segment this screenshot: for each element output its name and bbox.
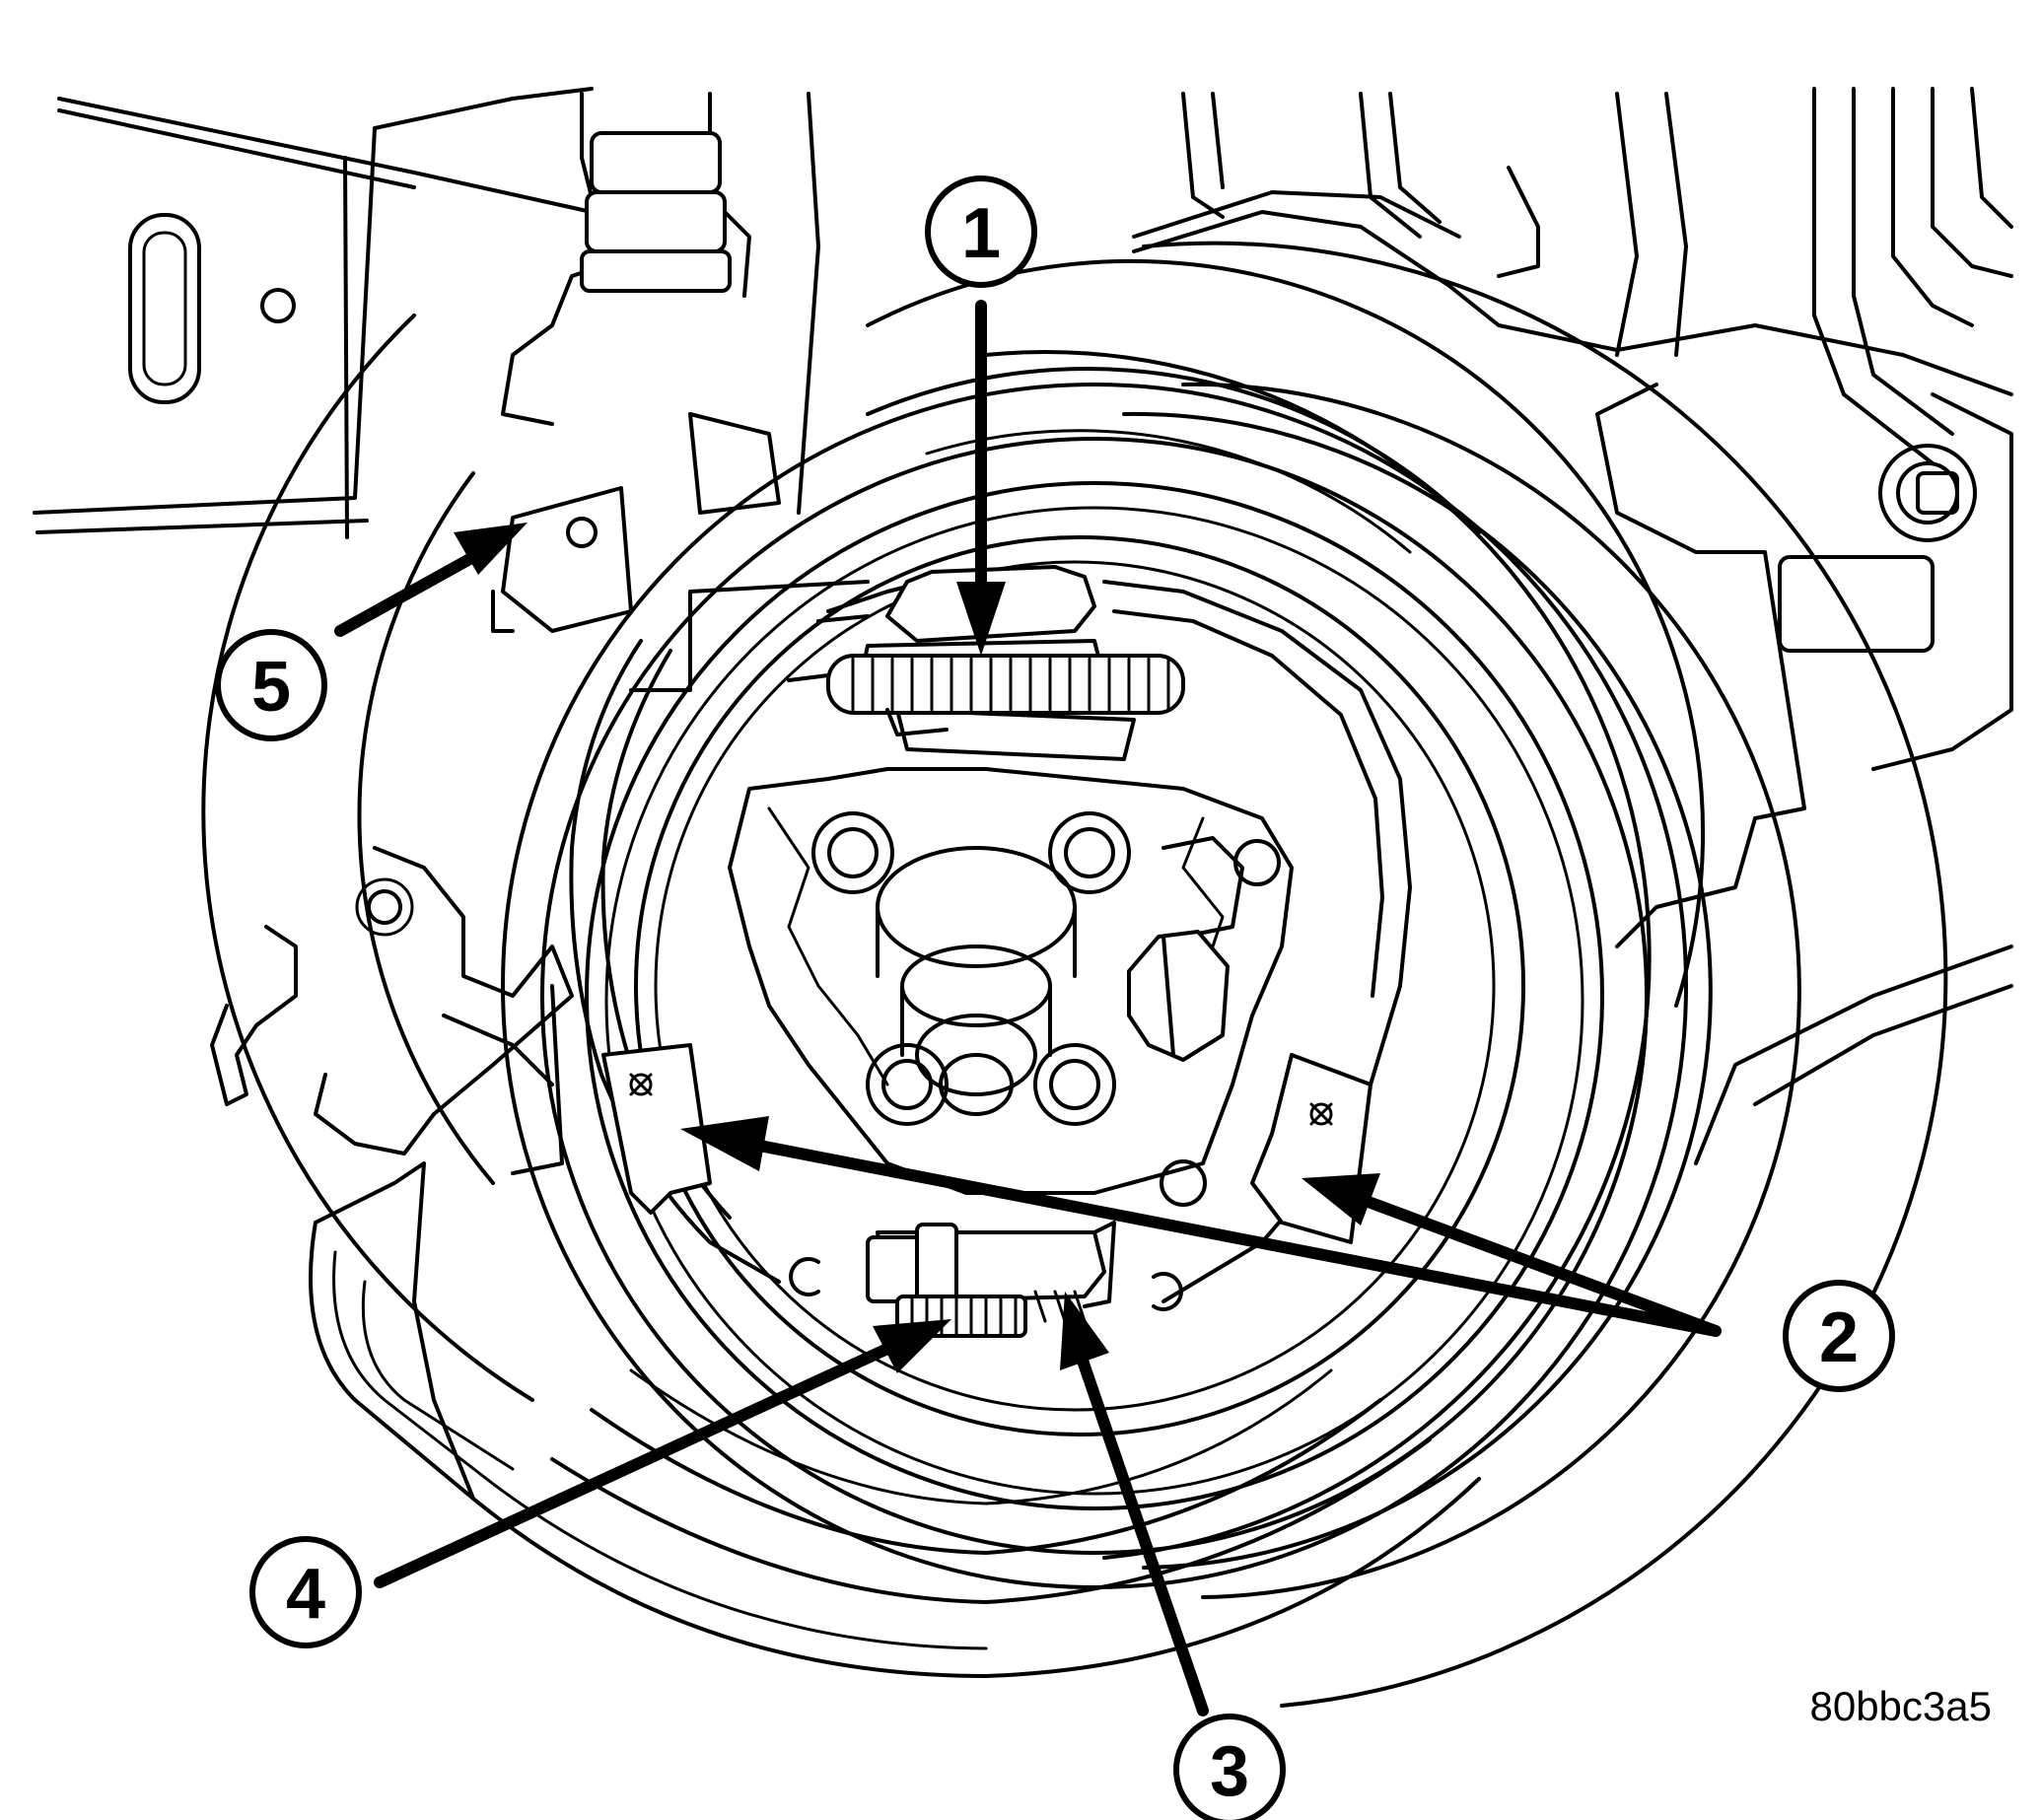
leader-arrow-5	[334, 523, 528, 637]
brake-line-fitting	[491, 92, 820, 633]
axle-shaft	[876, 846, 1077, 1116]
callout-4: 4	[249, 1536, 362, 1648]
callout-2: 2	[1783, 1280, 1895, 1392]
callout-4-label: 4	[286, 1555, 325, 1634]
callout-3-label: 3	[1210, 1732, 1249, 1811]
backing-plate	[201, 241, 1948, 1708]
hold-down-pin	[1127, 930, 1230, 1062]
leader-arrow-3	[1060, 1292, 1209, 1716]
leader-arrow-1	[956, 300, 1006, 656]
adjuster-star-wheel	[895, 1290, 1087, 1338]
callout-5-label: 5	[251, 648, 291, 727]
right-suspension-arm	[1132, 87, 2013, 1165]
left-frame-bracket	[33, 87, 594, 539]
callout-5: 5	[215, 629, 327, 741]
adjuster-assembly	[789, 1221, 1183, 1311]
leader-arrow-2-left	[680, 1116, 1722, 1337]
callout-2-label: 2	[1819, 1298, 1859, 1377]
brake-drum-rings	[501, 367, 1688, 1589]
upper-return-spring	[826, 654, 1185, 736]
callout-1: 1	[925, 175, 1037, 288]
callout-1-label: 1	[961, 194, 1001, 273]
leader-arrow-2-right	[1302, 1173, 1722, 1337]
callout-3: 3	[1173, 1714, 1286, 1820]
figure-id: 80bbc3a5	[1809, 1683, 1992, 1729]
leader-arrow-4	[374, 1319, 951, 1588]
wheel-studs	[811, 811, 1281, 1207]
